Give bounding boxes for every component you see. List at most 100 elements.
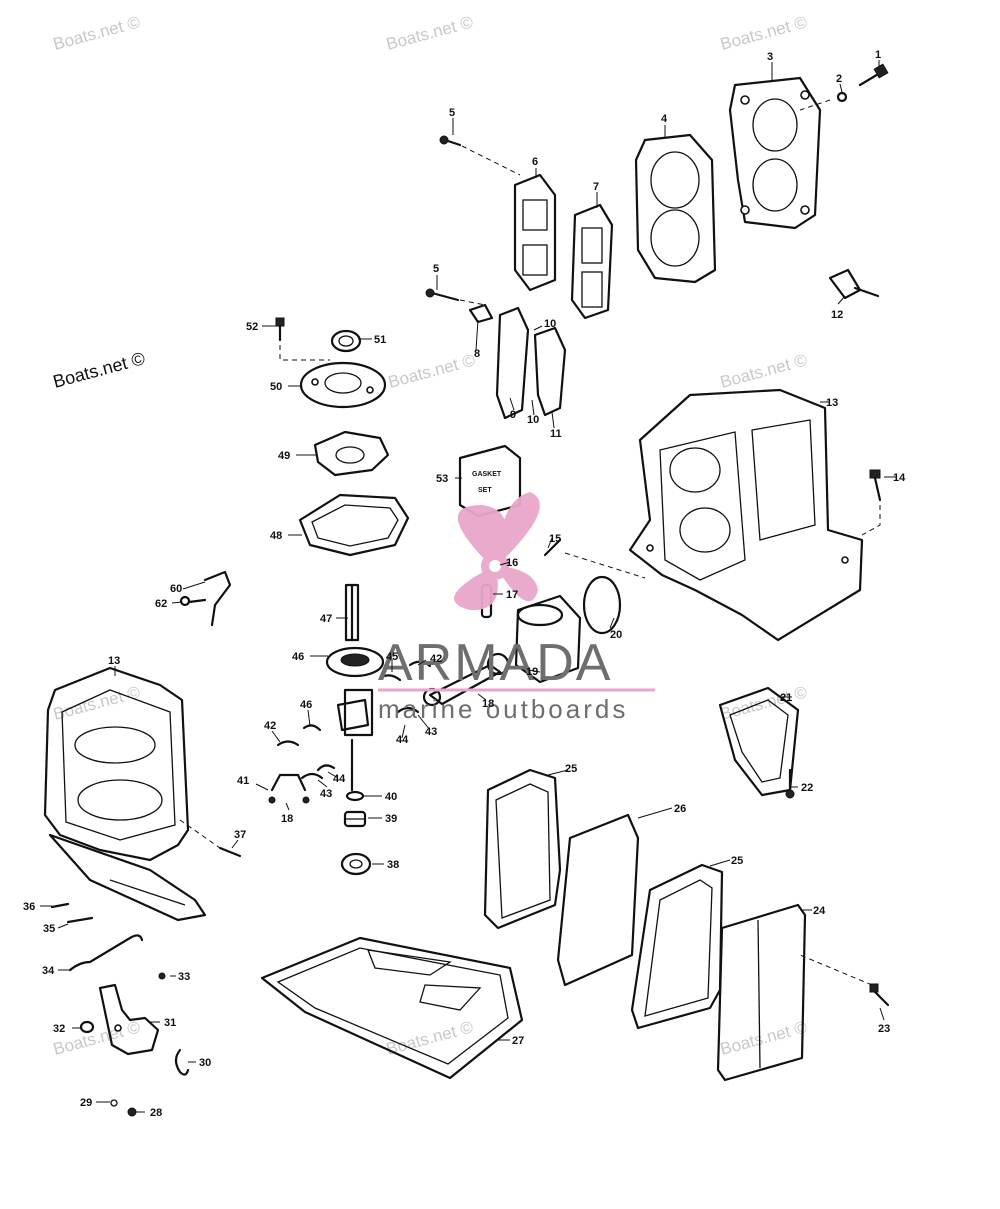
callout-50[interactable]: 50 — [270, 381, 282, 393]
callout-33[interactable]: 33 — [178, 971, 190, 983]
bearing-half[interactable] — [276, 740, 300, 747]
crankshaft[interactable] — [325, 583, 385, 792]
small-washer[interactable] — [110, 1099, 118, 1107]
exhaust-gasket[interactable] — [483, 768, 562, 930]
crankcase-gasket[interactable] — [298, 493, 410, 557]
exhaust-plate[interactable] — [556, 813, 640, 987]
callout-62[interactable]: 62 — [155, 598, 167, 610]
nut[interactable] — [158, 972, 166, 980]
callout-18b[interactable]: 18 — [281, 813, 293, 825]
callout-13b[interactable]: 13 — [108, 655, 120, 667]
throttle-link[interactable] — [179, 570, 232, 627]
bolt[interactable] — [275, 317, 285, 342]
screw[interactable] — [50, 902, 70, 909]
wrist-pin-clip[interactable] — [543, 538, 562, 557]
callout-48[interactable]: 48 — [270, 530, 282, 542]
lower-seal[interactable] — [340, 852, 372, 876]
callout-21[interactable]: 21 — [780, 692, 792, 704]
head-bolt[interactable] — [858, 63, 889, 87]
callout-9[interactable]: 9 — [510, 409, 516, 421]
callout-44[interactable]: 44 — [333, 773, 346, 785]
gasket-set-box[interactable]: GASKET SET — [458, 444, 522, 518]
bearing-half[interactable] — [408, 660, 432, 668]
callout-26[interactable]: 26 — [674, 803, 686, 815]
callout-22[interactable]: 22 — [801, 782, 813, 794]
callout-18[interactable]: 18 — [482, 698, 494, 710]
callout-60[interactable]: 60 — [170, 583, 182, 595]
crankcase-half[interactable] — [43, 666, 207, 922]
bearing-half[interactable] — [316, 764, 336, 772]
link-rod[interactable] — [68, 934, 144, 972]
callout-25[interactable]: 25 — [565, 763, 577, 775]
callout-44b[interactable]: 44 — [396, 734, 409, 746]
callout-4[interactable]: 4 — [661, 113, 668, 125]
retainer-plate[interactable] — [299, 361, 387, 409]
callout-35[interactable]: 35 — [43, 923, 55, 935]
callout-5[interactable]: 5 — [449, 107, 455, 119]
stud[interactable] — [218, 846, 242, 858]
callout-29[interactable]: 29 — [80, 1097, 92, 1109]
callout-46b[interactable]: 46 — [292, 651, 304, 663]
callout-1[interactable]: 1 — [875, 49, 881, 61]
reed-gasket[interactable] — [570, 203, 614, 320]
callout-41[interactable]: 41 — [237, 775, 249, 787]
callout-30[interactable]: 30 — [199, 1057, 211, 1069]
reed-plate[interactable] — [513, 173, 557, 292]
callout-52[interactable]: 52 — [246, 321, 258, 333]
callout-14[interactable]: 14 — [893, 472, 906, 484]
callout-16[interactable]: 16 — [506, 557, 518, 569]
callout-42[interactable]: 42 — [264, 720, 276, 732]
bearing-half[interactable] — [302, 724, 322, 732]
connecting-rod[interactable] — [422, 652, 510, 707]
callout-24[interactable]: 24 — [813, 905, 826, 917]
callout-43[interactable]: 43 — [320, 788, 332, 800]
temperature-sensor[interactable] — [828, 268, 880, 300]
callout-3[interactable]: 3 — [767, 51, 773, 63]
callout-15[interactable]: 15 — [549, 533, 561, 545]
bearing-half[interactable] — [396, 706, 420, 714]
callout-10b[interactable]: 10 — [527, 414, 539, 426]
callout-11[interactable]: 11 — [550, 428, 562, 440]
callout-10[interactable]: 10 — [544, 318, 556, 330]
callout-45[interactable]: 45 — [386, 651, 398, 663]
callout-37[interactable]: 37 — [234, 829, 246, 841]
callout-19[interactable]: 19 — [526, 666, 538, 678]
cylinder-head-cover[interactable] — [728, 76, 822, 230]
callout-17[interactable]: 17 — [506, 589, 518, 601]
callout-6[interactable]: 6 — [532, 156, 538, 168]
screw[interactable] — [785, 768, 795, 799]
washer[interactable] — [836, 91, 848, 103]
callout-25b[interactable]: 25 — [731, 855, 743, 867]
callout-28[interactable]: 28 — [150, 1107, 162, 1119]
callout-13[interactable]: 13 — [826, 397, 838, 409]
callout-2[interactable]: 2 — [836, 73, 842, 85]
callout-31[interactable]: 31 — [164, 1017, 176, 1029]
callout-8[interactable]: 8 — [474, 348, 480, 360]
callout-27[interactable]: 27 — [512, 1035, 524, 1047]
small-screw[interactable] — [127, 1107, 137, 1117]
callout-49[interactable]: 49 — [278, 450, 290, 462]
o-ring[interactable] — [345, 790, 365, 802]
reed-stop[interactable] — [468, 303, 494, 324]
callout-43b[interactable]: 43 — [425, 726, 437, 738]
piston-ring[interactable] — [582, 575, 622, 635]
callout-39[interactable]: 39 — [385, 813, 397, 825]
callout-42b[interactable]: 42 — [430, 653, 442, 665]
block-bolt[interactable] — [869, 469, 882, 502]
callout-53[interactable]: 53 — [436, 473, 448, 485]
callout-46[interactable]: 46 — [300, 699, 312, 711]
spring-clip[interactable] — [174, 1048, 190, 1076]
head-gasket[interactable] — [634, 133, 717, 284]
exhaust-outer-cover[interactable] — [716, 903, 807, 1082]
crankcase-base-gasket[interactable] — [260, 936, 524, 1080]
washer[interactable] — [79, 1020, 95, 1034]
callout-36[interactable]: 36 — [23, 901, 35, 913]
cover-screw[interactable] — [869, 983, 890, 1007]
bearing-half[interactable] — [378, 674, 402, 682]
reed-petal[interactable] — [495, 306, 530, 420]
seal[interactable] — [330, 329, 362, 353]
callout-32[interactable]: 32 — [53, 1023, 65, 1035]
callout-12[interactable]: 12 — [831, 309, 843, 321]
bracket[interactable] — [98, 983, 160, 1056]
piston[interactable] — [514, 594, 582, 684]
